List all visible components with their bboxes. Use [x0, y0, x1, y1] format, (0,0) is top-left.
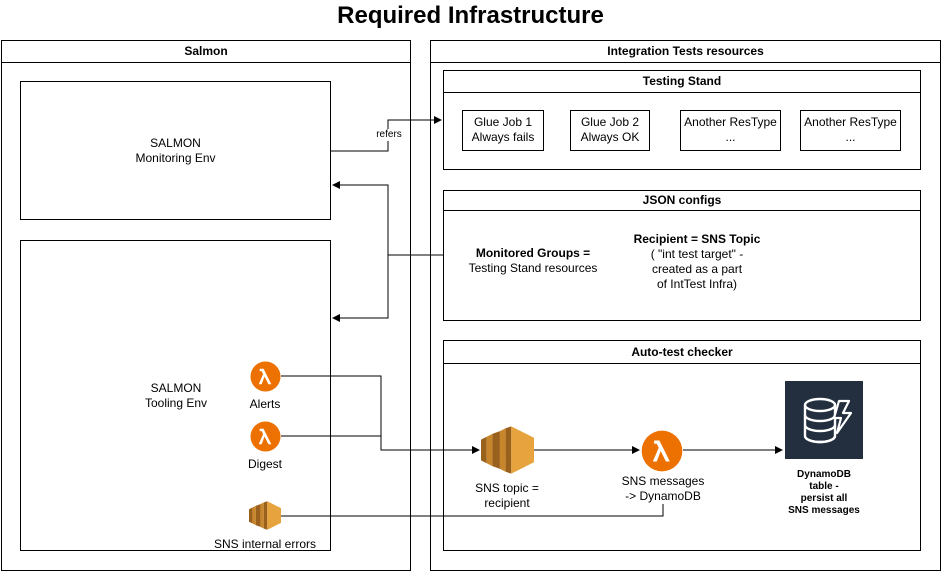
json-to-monitoring-arrow: [332, 181, 443, 256]
sns-topic-icon: [481, 425, 534, 475]
testing-stand-header: Testing Stand: [444, 71, 920, 93]
digest-lambda-icon: [250, 421, 281, 452]
integration-header: Integration Tests resources: [431, 41, 940, 63]
another-restype-2-box: Another ResType ...: [800, 110, 901, 151]
alerts-label: Alerts: [249, 397, 281, 411]
sns-internal-errors-label: SNS internal errors: [213, 537, 317, 551]
tooling-env-box: SALMON Tooling Env: [20, 240, 331, 551]
recipient-desc: ( "int test target" - created as a part …: [650, 247, 744, 291]
monitored-groups-title: Monitored Groups =: [475, 246, 591, 260]
another-restype-1-box: Another ResType ...: [680, 110, 781, 151]
glue-job-2-box: Glue Job 2 Always OK: [570, 110, 650, 151]
monitored-groups-desc: Testing Stand resources: [468, 261, 598, 275]
refers-edge-label: refers: [369, 129, 409, 141]
dynamodb-label: DynamoDB table - persist all SNS message…: [788, 469, 860, 516]
sns-topic-label: SNS topic = recipient: [475, 481, 539, 510]
sns-internal-errors-icon: [249, 501, 281, 530]
alerts-lambda-icon: [250, 361, 281, 392]
auto-test-checker-header: Auto-test checker: [444, 341, 920, 364]
diagram-title: Required Infrastructure: [337, 2, 604, 29]
glue-job-1-label: Glue Job 1 Always fails: [471, 115, 535, 144]
salmon-header: Salmon: [2, 41, 410, 63]
json-configs-header: JSON configs: [444, 191, 920, 211]
sns-to-dynamo-lambda-icon: [641, 430, 683, 472]
monitoring-env-box: SALMON Monitoring Env: [20, 81, 331, 220]
digest-to-sns-arrow: [281, 435, 382, 450]
glue-job-1-box: Glue Job 1 Always fails: [462, 110, 544, 151]
recipient-title: Recipient = SNS Topic: [633, 232, 761, 246]
digest-label: Digest: [247, 457, 282, 471]
dynamodb-icon: [785, 381, 863, 459]
alerts-to-sns-arrow: [281, 375, 480, 454]
another-restype-2-label: Another ResType ...: [804, 115, 897, 144]
another-restype-1-label: Another ResType ...: [684, 115, 777, 144]
monitoring-env-label: SALMON Monitoring Env: [135, 136, 216, 165]
sns-to-dynamo-lambda-label: SNS messages -> DynamoDB: [608, 474, 718, 504]
json-to-tooling-arrow: [332, 255, 389, 322]
glue-job-2-label: Glue Job 2 Always OK: [580, 115, 640, 144]
tooling-env-label: SALMON Tooling Env: [144, 381, 208, 410]
json-configs-box: JSON configs: [443, 190, 921, 321]
